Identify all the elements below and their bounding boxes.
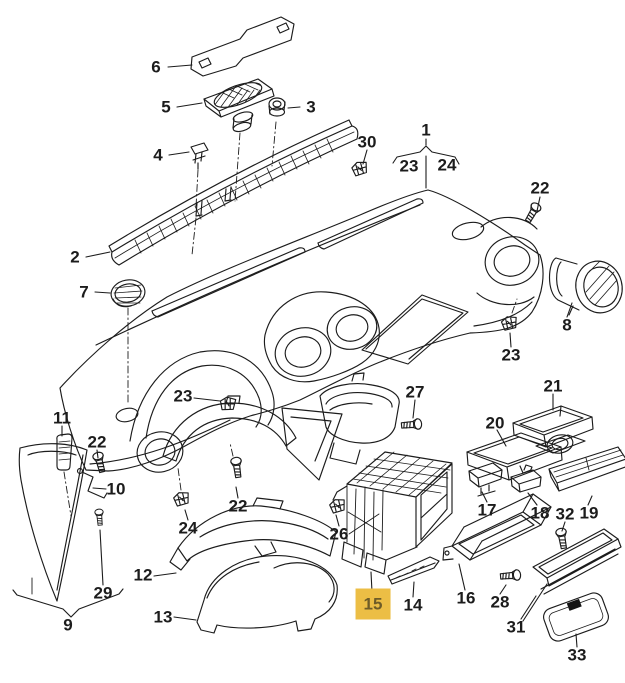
part-label-4[interactable]: 4	[153, 145, 163, 165]
part-label-33[interactable]: 33	[567, 645, 587, 665]
construction-lines	[63, 121, 518, 517]
part-label-31[interactable]: 31	[506, 617, 526, 637]
part-label-26[interactable]: 26	[329, 524, 349, 544]
part-label-15[interactable]: 15	[355, 588, 391, 620]
part-art-9	[12, 443, 124, 618]
part-label-22c[interactable]: 22	[228, 496, 248, 516]
part-label-3[interactable]: 3	[306, 97, 316, 117]
part-art-15	[332, 451, 453, 575]
part-label-14[interactable]: 14	[403, 595, 423, 615]
part-art-bezel	[162, 395, 297, 462]
part-label-8[interactable]: 8	[562, 315, 572, 335]
part-label-22a[interactable]: 22	[530, 178, 550, 198]
part-label-1[interactable]: 1	[421, 120, 431, 140]
part-label-17[interactable]: 17	[477, 500, 497, 520]
part-art-20	[466, 432, 586, 481]
part-art-7	[110, 279, 146, 308]
part-art-bin	[319, 372, 400, 465]
part-art-33	[543, 592, 609, 642]
part-art-31	[532, 528, 622, 595]
part-art-16	[442, 493, 552, 561]
part-label-23c[interactable]: 23	[173, 386, 193, 406]
part-art-14	[387, 556, 440, 585]
part-label-24a[interactable]: 24	[437, 155, 457, 175]
part-art-13	[196, 554, 338, 634]
part-label-13[interactable]: 13	[153, 607, 173, 627]
part-art-5	[203, 77, 275, 133]
part-art-11	[56, 433, 73, 471]
part-label-18[interactable]: 18	[530, 503, 550, 523]
part-art-knee-panel	[281, 407, 343, 481]
part-label-22b[interactable]: 22	[87, 432, 107, 452]
part-art-6	[190, 16, 295, 77]
part-art-8	[548, 257, 623, 316]
part-label-32[interactable]: 32	[555, 504, 575, 524]
part-label-2[interactable]: 2	[70, 247, 80, 267]
part-label-19[interactable]: 19	[579, 503, 599, 523]
part-label-23a[interactable]: 23	[399, 156, 419, 176]
part-art-3	[268, 97, 286, 117]
part-label-23b[interactable]: 23	[501, 345, 521, 365]
part-art-4	[190, 142, 209, 170]
part-label-6[interactable]: 6	[151, 57, 161, 77]
part-label-29[interactable]: 29	[93, 583, 113, 603]
part-label-21[interactable]: 21	[543, 376, 563, 396]
part-art-12	[169, 497, 337, 571]
part-label-7[interactable]: 7	[79, 282, 89, 302]
part-label-30[interactable]: 30	[357, 132, 377, 152]
part-label-20[interactable]: 20	[485, 413, 505, 433]
part-label-9[interactable]: 9	[63, 615, 73, 635]
part-art-19	[548, 446, 625, 492]
part-label-28[interactable]: 28	[490, 592, 510, 612]
part-art-17	[468, 462, 503, 497]
part-art-dashboard	[59, 189, 544, 473]
part-label-5[interactable]: 5	[161, 97, 171, 117]
leader-lines	[61, 64, 593, 648]
part-label-16[interactable]: 16	[456, 588, 476, 608]
part-label-24b[interactable]: 24	[178, 518, 198, 538]
part-art-2	[108, 119, 359, 266]
part-label-11[interactable]: 11	[53, 408, 71, 428]
part-label-27[interactable]: 27	[405, 382, 425, 402]
part-label-10[interactable]: 10	[106, 479, 126, 499]
part-art-18	[510, 464, 542, 493]
part-label-12[interactable]: 12	[133, 565, 153, 585]
